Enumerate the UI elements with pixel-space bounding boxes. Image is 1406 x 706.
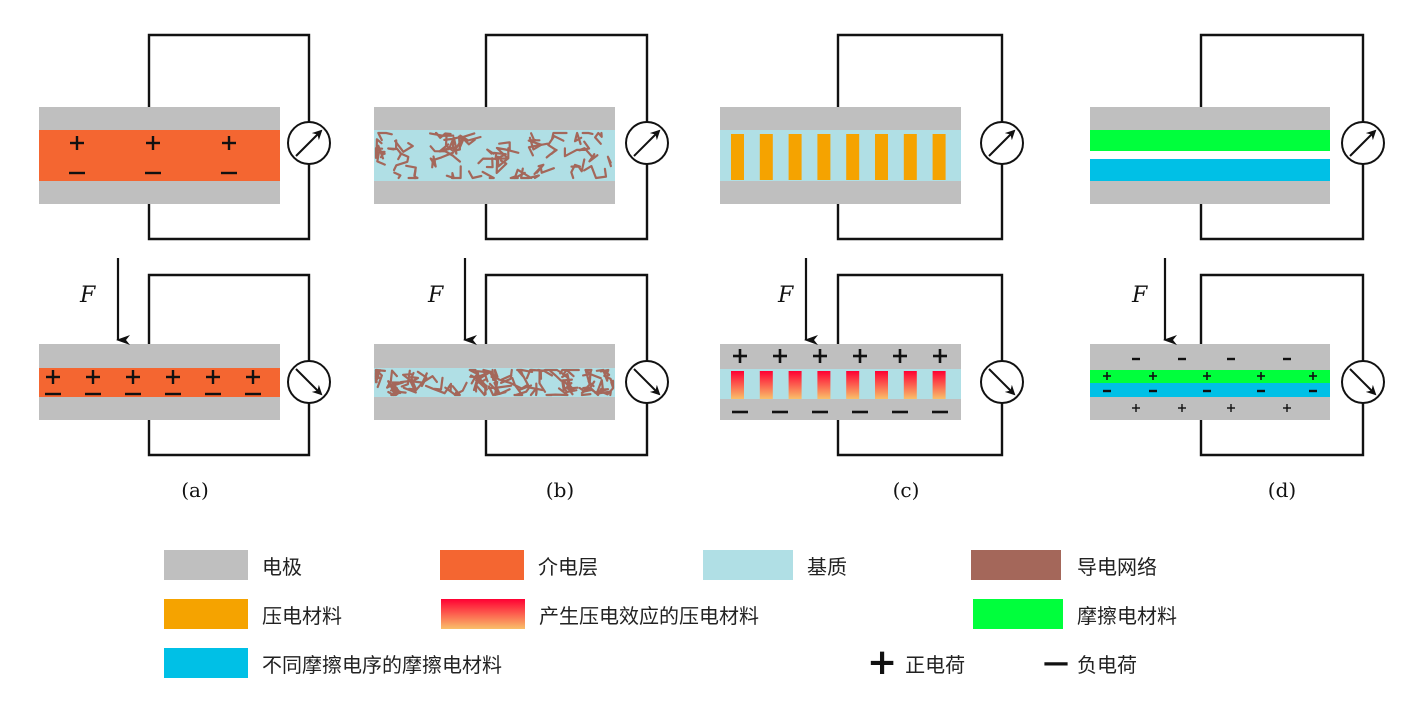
positive-charge bbox=[1309, 372, 1317, 380]
meter-needle bbox=[1349, 368, 1377, 396]
meter-icon bbox=[287, 360, 331, 404]
circuit-wire-bottom bbox=[836, 164, 1004, 241]
meter-icon bbox=[625, 121, 669, 165]
positive-charge bbox=[146, 136, 160, 150]
meter-icon bbox=[980, 121, 1024, 165]
positive-charge bbox=[893, 349, 907, 363]
piezo-pillar bbox=[875, 134, 888, 180]
positive-charge bbox=[1132, 404, 1140, 412]
positive-charge bbox=[1227, 404, 1235, 412]
piezo-pillar bbox=[932, 134, 946, 180]
active-piezo-pillar bbox=[817, 371, 831, 399]
matrix-layer bbox=[720, 369, 961, 399]
active-piezo-pillar bbox=[759, 371, 773, 399]
active-piezo-pillar bbox=[875, 371, 888, 399]
positive-charge bbox=[733, 349, 747, 363]
force-label: F bbox=[1131, 283, 1148, 308]
active-piezo-pillar bbox=[731, 371, 744, 399]
active-piezo-pillar bbox=[788, 371, 802, 399]
force-label: F bbox=[777, 283, 794, 308]
piezo-pillar bbox=[846, 134, 860, 180]
positive-charge bbox=[813, 349, 827, 363]
circuit-wire-bottom bbox=[147, 164, 311, 241]
circuit-wire-top bbox=[836, 273, 1004, 361]
meter-icon bbox=[1341, 360, 1385, 404]
panel-d-pressed: F bbox=[1090, 258, 1385, 457]
piezo-pillar bbox=[903, 134, 917, 180]
caption-b: (b) bbox=[546, 478, 574, 502]
positive-charge bbox=[246, 370, 260, 384]
meter-needle bbox=[633, 129, 661, 157]
positive-charge bbox=[1257, 372, 1265, 380]
positive-charge bbox=[86, 370, 100, 384]
circuit-wire-top bbox=[147, 273, 311, 361]
tribo-layer bbox=[1090, 130, 1330, 151]
meter-needle bbox=[295, 368, 323, 396]
positive-charge bbox=[206, 370, 220, 384]
positive-charge bbox=[1103, 372, 1111, 380]
circuit-wire-top bbox=[484, 33, 649, 122]
positive-charge bbox=[1203, 372, 1211, 380]
circuit-wire-top bbox=[1199, 33, 1365, 122]
caption-c: (c) bbox=[893, 478, 920, 502]
panel-c-rest bbox=[720, 33, 1024, 241]
meter-needle bbox=[1349, 129, 1377, 157]
circuit-wire-top bbox=[1199, 273, 1365, 361]
positive-charge bbox=[853, 349, 867, 363]
panel-b-pressed: F bbox=[374, 258, 669, 457]
positive-charge bbox=[222, 136, 236, 150]
positive-charge bbox=[1283, 404, 1291, 412]
active-piezo-pillar bbox=[903, 371, 917, 399]
caption-a: (a) bbox=[181, 478, 209, 502]
meter-needle bbox=[988, 129, 1016, 157]
meter-needle bbox=[295, 129, 323, 157]
meter-icon bbox=[625, 360, 669, 404]
circuit-wire-top bbox=[484, 273, 649, 361]
piezo-pillar bbox=[788, 134, 802, 180]
conductive-network bbox=[374, 131, 612, 180]
conductive-network bbox=[374, 368, 615, 397]
circuit-wire-bottom bbox=[1199, 403, 1365, 457]
meter-needle bbox=[988, 368, 1016, 396]
circuit-wire-bottom bbox=[147, 403, 311, 457]
positive-charge bbox=[773, 349, 787, 363]
positive-charge bbox=[933, 349, 947, 363]
air-gap bbox=[1090, 151, 1330, 159]
caption-d: (d) bbox=[1268, 478, 1296, 502]
meter-needle bbox=[633, 368, 661, 396]
piezo-pillar bbox=[817, 134, 831, 180]
positive-charge bbox=[166, 370, 180, 384]
force-label: F bbox=[79, 283, 96, 308]
active-piezo-pillar bbox=[846, 371, 860, 399]
meter-icon bbox=[1341, 121, 1385, 165]
circuit-wire-bottom bbox=[484, 403, 649, 457]
meter-icon bbox=[287, 121, 331, 165]
panel-b-rest bbox=[374, 33, 669, 241]
piezo-pillar bbox=[759, 134, 773, 180]
circuit-wire-top bbox=[147, 33, 311, 122]
panel-d-rest bbox=[1090, 33, 1385, 241]
panel-c-pressed: F bbox=[720, 258, 1024, 457]
force-label: F bbox=[427, 283, 444, 308]
panel-a-rest bbox=[39, 33, 331, 241]
positive-charge bbox=[126, 370, 140, 384]
piezo-pillar bbox=[731, 134, 744, 180]
matrix-layer bbox=[720, 130, 961, 181]
active-piezo-pillar bbox=[932, 371, 946, 399]
circuit-wire-top bbox=[836, 33, 1004, 122]
tribo-other-layer bbox=[1090, 159, 1330, 181]
positive-charge bbox=[1149, 372, 1157, 380]
circuit-wire-bottom bbox=[1199, 164, 1365, 241]
circuit-wire-bottom bbox=[836, 403, 1004, 457]
dielectric-layer bbox=[39, 368, 280, 397]
circuit-wire-bottom bbox=[484, 164, 649, 241]
positive-charge bbox=[46, 370, 60, 384]
panel-a-pressed: F bbox=[39, 258, 331, 457]
positive-charge bbox=[1178, 404, 1186, 412]
positive-charge bbox=[70, 136, 84, 150]
meter-icon bbox=[980, 360, 1024, 404]
